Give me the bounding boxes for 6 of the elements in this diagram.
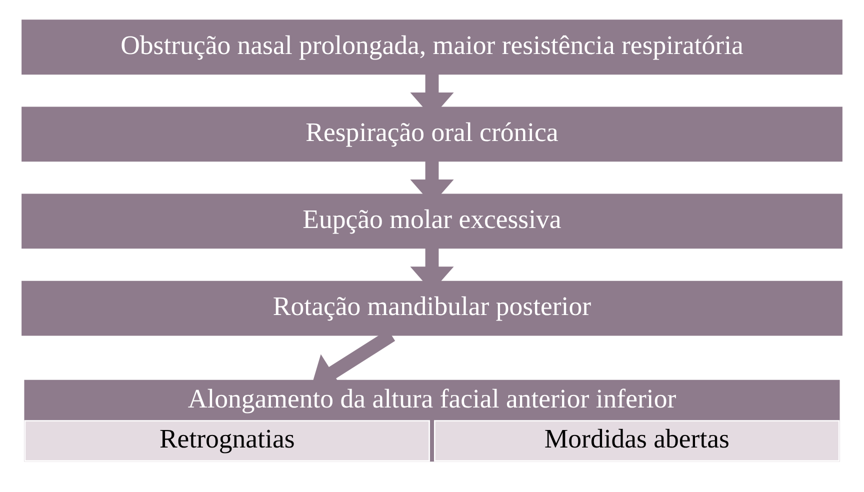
node-box: Rotação mandibular posterior: [22, 280, 842, 336]
node-box: Retrognatias: [24, 420, 430, 462]
node-box: Mordidas abertas: [434, 420, 840, 462]
node-box: Obstrução nasal prolongada, maior resistência respiratória: [22, 20, 842, 75]
node-box: Eupção molar excessiva: [22, 194, 842, 249]
node-box: Respiração oral crónica: [22, 106, 842, 162]
